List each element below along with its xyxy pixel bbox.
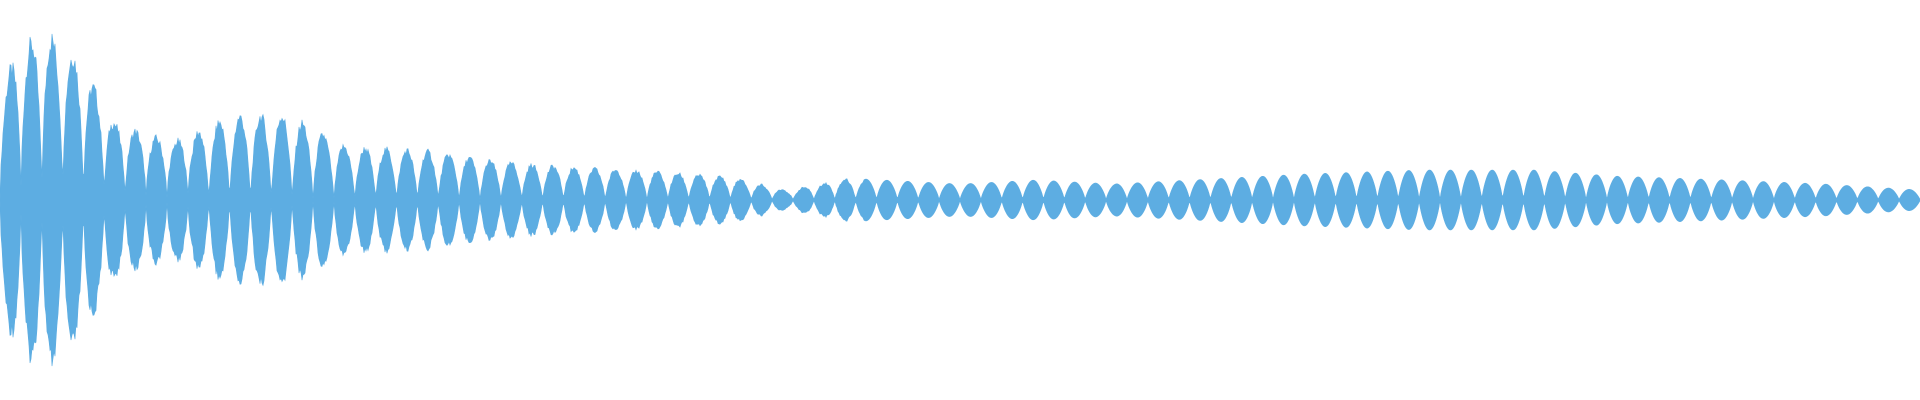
audio-waveform bbox=[0, 33, 1920, 367]
